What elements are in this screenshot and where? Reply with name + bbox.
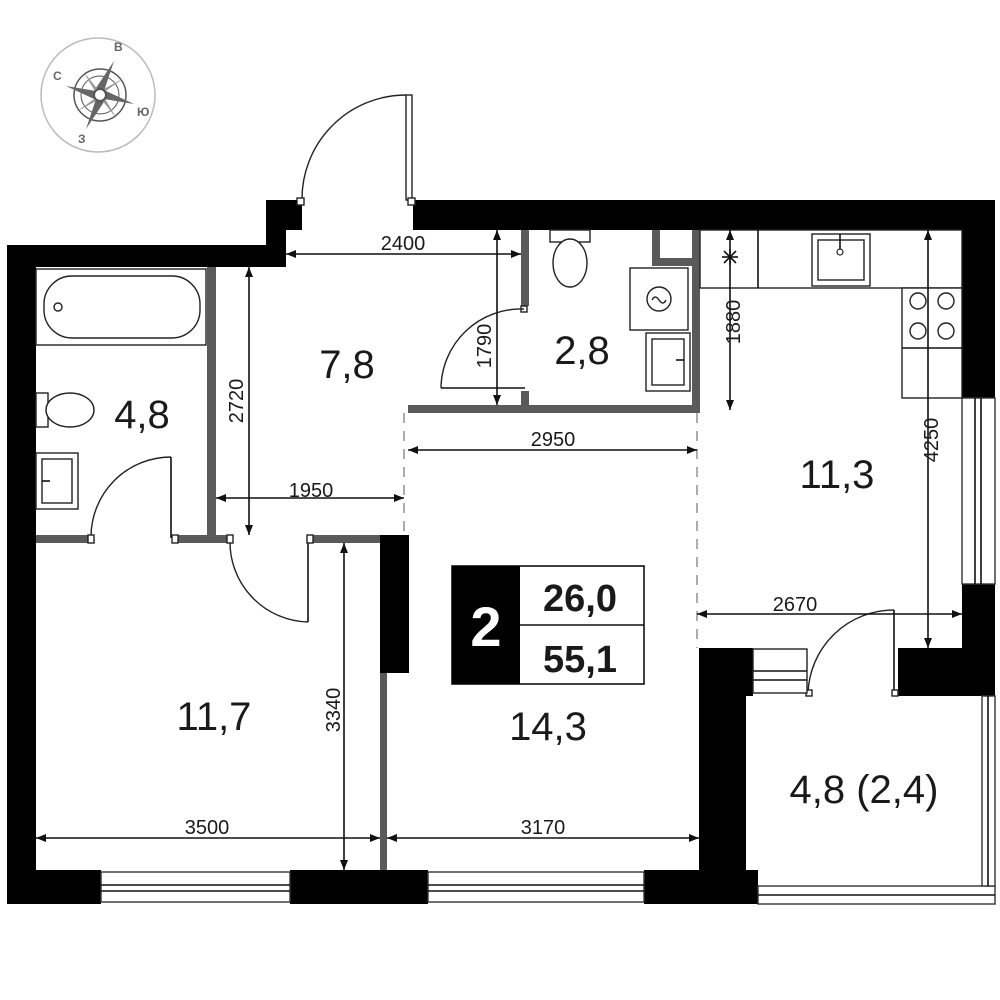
bathtub-icon [35,268,207,346]
entrance-door [296,94,416,206]
kitchen-counter [699,229,963,289]
apartment-badge: 2 26,0 55,1 [451,565,645,685]
dim-kitchen-depth-b: 4250 [921,418,943,463]
compass-rose-icon [66,61,134,129]
dim-bedroom-depth: 3340 [323,688,345,733]
bedroom-door [226,534,314,623]
room-area-kitchen: 11,3 [800,453,875,497]
room-area-balcony: 4,8 (2,4) [790,768,939,812]
dim-living-width: 3170 [521,817,566,839]
total-area: 55,1 [543,639,617,681]
dimension-labels: 2400 2720 1790 1880 4250 2950 1950 2670 … [185,233,943,839]
dim-kitchen-width: 2670 [773,594,818,616]
windows [100,397,996,905]
room-area-bathroom: 4,8 [114,393,170,437]
window-bedroom [100,871,291,903]
dim-bedroom-width: 3500 [185,817,230,839]
doors [87,94,899,697]
room-area-bedroom: 11,7 [177,695,252,739]
compass: С В Ю З [40,37,156,153]
balcony-radiator [752,648,808,694]
compass-west-label: З [78,132,86,146]
room-labels: 4,8 7,8 2,8 11,3 11,7 14,3 4,8 (2,4) [114,329,938,812]
dimension-lines [36,230,962,870]
rooms-count-box [452,566,520,684]
washing-machine-icon [629,267,689,331]
toilet-icon [35,392,95,428]
dim-hall-depth: 2720 [226,379,248,424]
stove-icon [901,287,963,399]
dim-corridor-width: 1950 [289,480,334,502]
room-area-hall: 7,8 [319,343,375,387]
sink-icon [35,452,79,510]
wc-door [440,305,528,389]
room-area-living: 14,3 [509,705,587,749]
window-living [427,871,645,903]
rooms-count: 2 [470,595,501,658]
interior-walls [36,230,700,870]
compass-east-label: В [114,40,123,54]
balcony-door [805,609,899,697]
room-area-wc: 2,8 [554,329,610,373]
dim-kitchen-depth-a: 1880 [723,300,745,345]
exterior-walls [7,200,995,904]
zone-boundaries [403,413,698,648]
window-balcony [757,695,996,905]
wc-sink-icon [645,332,691,392]
living-area: 26,0 [543,578,617,620]
dim-wc-depth: 1790 [474,324,496,369]
compass-north-label: С [53,69,62,83]
wc-toilet-icon [549,229,591,288]
dim-living-width-top: 2950 [531,429,576,451]
dim-hall-width: 2400 [381,233,426,255]
window-kitchen [961,397,996,585]
compass-south-label: Ю [137,105,149,119]
bathroom-door [87,456,179,544]
